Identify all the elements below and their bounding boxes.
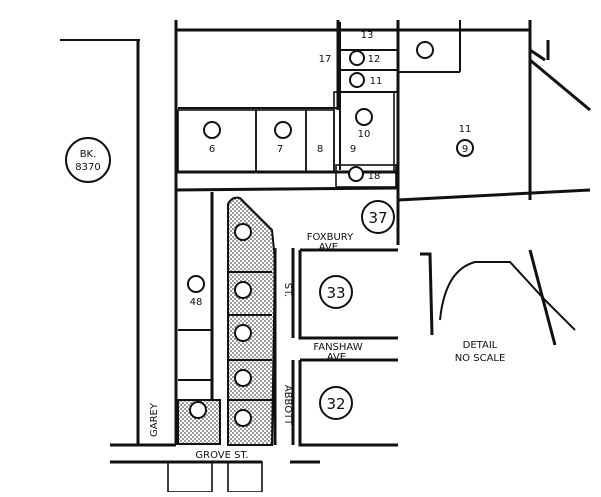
- page-number-circle: [319, 275, 353, 309]
- lot-number-mark: [355, 108, 373, 126]
- lot-number-mark: [234, 281, 252, 299]
- parcel-number: 10: [358, 129, 371, 140]
- lot-number-mark: [349, 50, 365, 66]
- book-ref-line2: 8370: [75, 162, 100, 173]
- diagonal-line: [529, 48, 546, 62]
- page-number-37: 37: [368, 209, 387, 227]
- book-ref-line1: BK.: [80, 149, 97, 160]
- parcel-below-grove: [167, 461, 213, 493]
- parcel-8: [305, 109, 335, 173]
- parcel-18: [335, 164, 397, 188]
- parcel-number: 11: [370, 76, 383, 87]
- lot-number-mark: [348, 166, 364, 182]
- lot-number-mark: [234, 324, 252, 342]
- parcel-number: 6: [209, 144, 215, 155]
- detail-line: [528, 249, 557, 346]
- parcel-7: [255, 109, 307, 173]
- parcel-number: 7: [277, 144, 283, 155]
- lot-number-mark: [189, 401, 207, 419]
- lot-number-mark: [349, 72, 365, 88]
- detail-note: NO SCALE: [455, 353, 506, 364]
- lot-number-mark: [234, 223, 252, 241]
- street-name-abbott: ABBOTT: [282, 385, 293, 426]
- page-number-circle: [319, 386, 353, 420]
- lot-number-mark: [203, 121, 221, 139]
- parcel-number: 8: [317, 144, 323, 155]
- parcel-number: 9: [462, 144, 468, 155]
- diagonal-line: [529, 58, 591, 112]
- street-name-foxbury-ave: AVE.: [319, 242, 342, 253]
- parcel-6: [177, 109, 257, 173]
- parcel-below-grove: [227, 461, 263, 493]
- parcel-number: 17: [319, 54, 332, 65]
- street-name-grove: GROVE ST.: [195, 450, 248, 461]
- road-line: [175, 186, 399, 192]
- detail-curve: [439, 261, 576, 331]
- page-number-32: 32: [326, 395, 345, 413]
- detail-label: DETAIL: [463, 340, 498, 351]
- road-line: [397, 188, 591, 202]
- lot-number-mark: [416, 41, 434, 59]
- parcel-number: 9: [350, 144, 356, 155]
- street-name-fanshaw: FANSHAW: [313, 342, 362, 353]
- page-number-circle: [361, 200, 395, 234]
- parcel-number: 11: [459, 124, 472, 135]
- lot-number-mark: [187, 275, 205, 293]
- street-name-garey: GAREY: [149, 402, 160, 437]
- book-reference-circle: [65, 137, 111, 183]
- parcel-number: 13: [361, 30, 374, 41]
- lot-number-mark: [234, 369, 252, 387]
- block-32-outline: [298, 358, 398, 447]
- lot-number-mark: [234, 409, 252, 427]
- street-name-foxbury: FOXBURY: [307, 232, 354, 243]
- lot-number-mark: [274, 121, 292, 139]
- page-number-33: 33: [326, 284, 345, 302]
- block-33-outline: [298, 248, 398, 340]
- parcel-number: 48: [190, 297, 203, 308]
- parcel-number: 18: [368, 171, 381, 182]
- parcel-number: 12: [368, 54, 381, 65]
- street-name-st: ST.: [282, 283, 293, 297]
- street-name-fanshaw-ave: AVE.: [327, 352, 350, 363]
- lot-number-mark: [456, 139, 474, 157]
- detail-boundary: [420, 252, 434, 336]
